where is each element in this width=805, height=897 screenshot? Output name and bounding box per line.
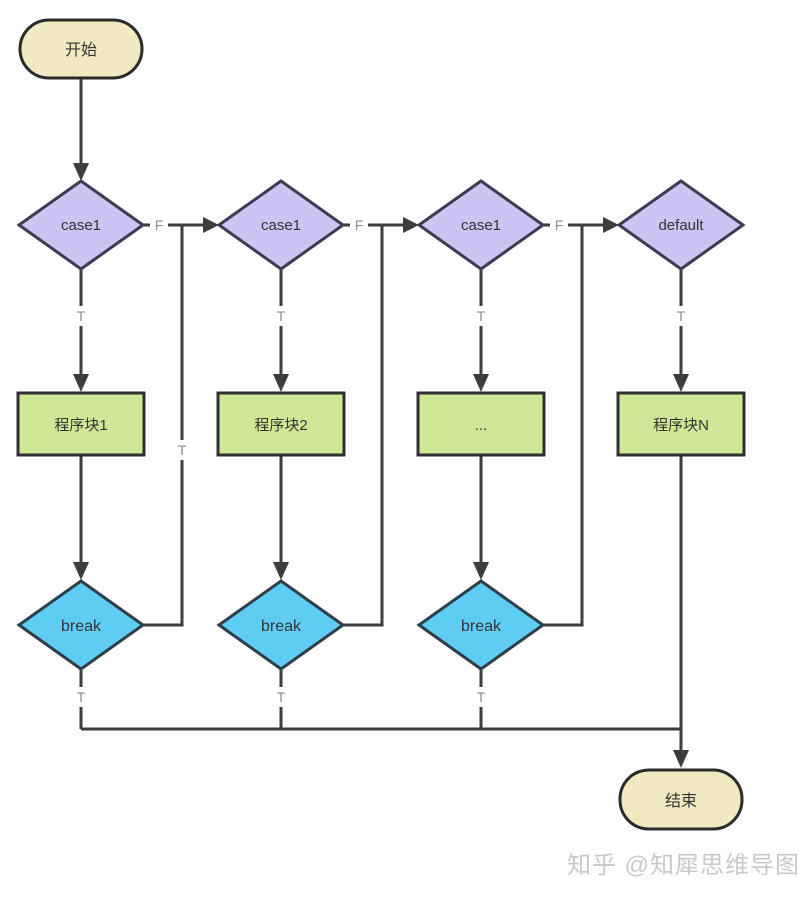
block3-label: ... [475,417,488,434]
case3-label: case1 [461,217,501,234]
edge-labels: F F F T T T T T T T T [72,215,690,707]
label-bg [672,306,690,326]
block2-label: 程序块2 [254,417,307,434]
label-bg [472,687,490,707]
label-bg [472,306,490,326]
start-node [18,18,144,80]
default-diamond [616,179,746,271]
blockN-box [616,391,746,457]
label-bg [272,687,290,707]
edge-label-f2: F [355,217,364,233]
break3-label: break [461,618,502,635]
break2-diamond [216,579,346,671]
break1-label: break [61,618,102,635]
case3-diamond [416,179,546,271]
nodes: 开始 case1 case1 case1 default 程序块1 程序块2 .… [16,18,746,831]
case1-label: case1 [61,217,101,234]
arrowhead-f-to-case2 [203,217,219,233]
block2-box [216,391,346,457]
arrowhead-bus-to-end [673,750,689,768]
label-bg [350,215,368,235]
edge-label-t-break1: T [77,689,86,705]
edge-label-t-case2: T [277,308,286,324]
break2-label: break [261,618,302,635]
case2-diamond [216,179,346,271]
arrowhead-f-to-case3 [403,217,419,233]
edge-break1-riser [143,225,184,627]
block1-box [16,391,146,457]
break3-diamond [416,579,546,671]
edge-label-t-default: T [677,308,686,324]
arrowhead-start-to-case1 [73,163,89,181]
block3-box [416,391,546,457]
label-bg [72,687,90,707]
label-bg [550,215,568,235]
label-bg [72,306,90,326]
label-bg [173,440,191,460]
start-label: 开始 [65,41,97,59]
block1-label: 程序块1 [54,417,107,434]
edge-break2-riser [343,225,384,627]
arrowhead-default-to-blockN [673,374,689,392]
edge-label-t-case1: T [77,308,86,324]
edge-label-f3: F [555,217,564,233]
edge-label-t-break2: T [277,689,286,705]
case2-label: case1 [261,217,301,234]
edge-label-t-case3: T [477,308,486,324]
edge-label-f1: F [155,217,164,233]
edges [73,78,689,768]
label-bg [272,306,290,326]
label-bg [150,215,168,235]
arrowhead-block3-to-break3 [473,562,489,580]
end-node [618,768,744,831]
edge-label-t-riser1: T [178,442,187,458]
case1-diamond [16,179,146,271]
arrowhead-case3-to-block3 [473,374,489,392]
arrowhead-f-to-default [603,217,619,233]
arrowhead-block2-to-break2 [273,562,289,580]
arrowhead-case2-to-block2 [273,374,289,392]
blockN-label: 程序块N [653,417,709,434]
watermark-text: 知乎 @知犀思维导图 [567,852,800,879]
edge-break3-riser [543,225,584,627]
break1-diamond [16,579,146,671]
end-label: 结束 [665,792,697,810]
arrowhead-case1-to-block1 [73,374,89,392]
default-label: default [658,217,704,234]
edge-label-t-break3: T [477,689,486,705]
arrowhead-block1-to-break1 [73,562,89,580]
